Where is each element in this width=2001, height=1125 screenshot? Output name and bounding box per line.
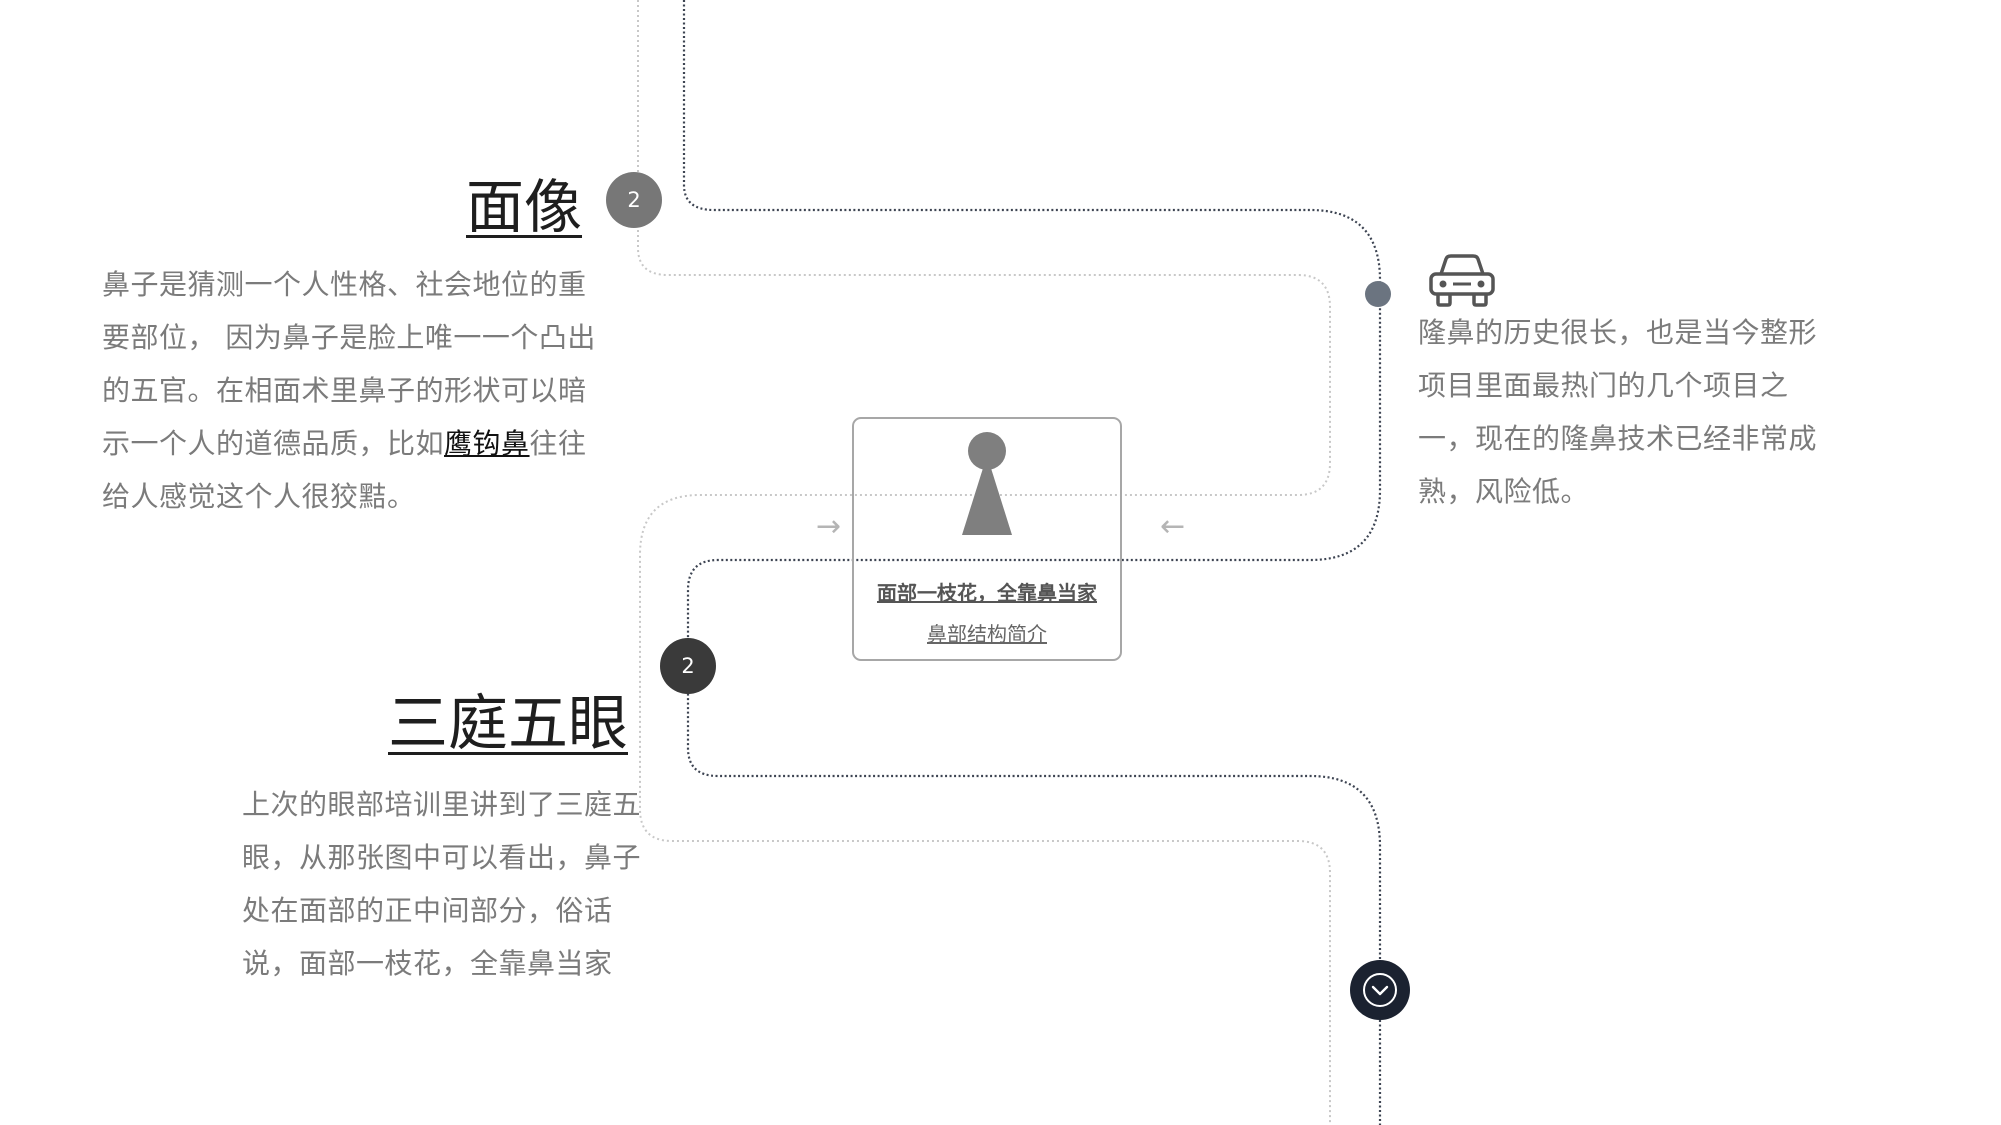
pawn-icon [962,432,1012,535]
face-paragraph-text: 鼻子是猜测一个人性格、社会地位的重要部位， 因为鼻子是脸上唯一一个凸出的五官。在… [102,268,596,460]
scroll-down-button[interactable] [1350,960,1410,1020]
arrow-left-icon: ← [1160,509,1186,544]
face-paragraph: 鼻子是猜测一个人性格、社会地位的重要部位， 因为鼻子是脸上唯一一个凸出的五官。在… [102,258,614,523]
timeline-light-path [637,0,1331,1125]
timeline-dark-path [682,0,1382,1125]
step-badge: 2 [606,172,662,228]
chevron-down-icon [1363,973,1397,1007]
face-paragraph-text-end: 往往给人感觉这个人很狡黠。 [102,427,587,513]
card-subtitle-link[interactable]: 鼻部结构简介 [927,622,1047,646]
timeline-dot [1365,281,1391,307]
card-title-link[interactable]: 面部一枝花，全靠鼻当家 [877,581,1097,605]
section-title-three-courts[interactable]: 三庭五眼 [388,689,628,759]
car-icon [1429,254,1495,307]
step-badge: 2 [660,638,716,694]
section-title-face[interactable]: 面像 [466,173,583,241]
arrow-right-icon: → [816,509,842,544]
center-card[interactable]: 面部一枝花，全靠鼻当家 鼻部结构简介 [852,417,1122,661]
rhinoplasty-paragraph: 隆鼻的历史很长，也是当今整形项目里面最热门的几个项目之一，现在的隆鼻技术已经非常… [1418,316,1818,508]
hawk-nose-link[interactable]: 鹰钩鼻 [444,427,530,460]
three-courts-paragraph: 上次的眼部培训里讲到了三庭五眼，从那张图中可以看出，鼻子处在面部的正中间部分，俗… [242,788,642,980]
